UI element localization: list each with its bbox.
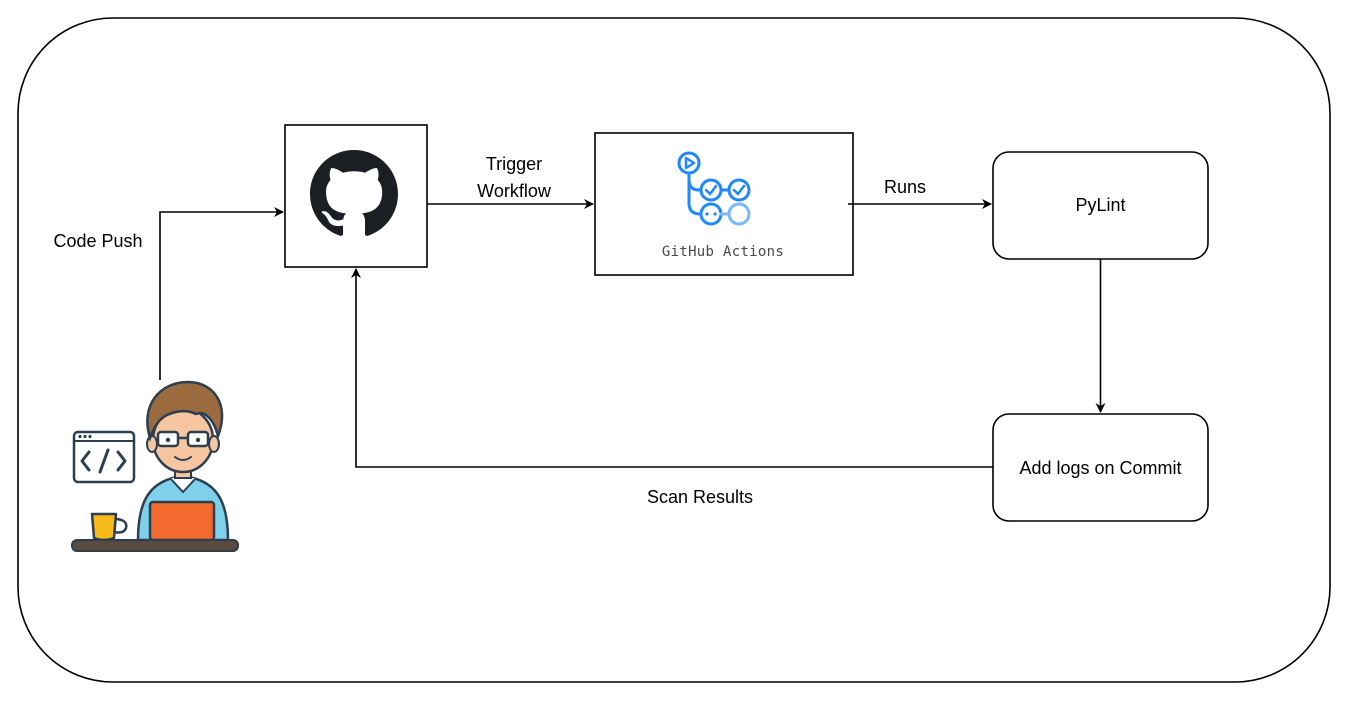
edge-code-push (159, 207, 284, 380)
outer-container (17, 17, 1331, 683)
workflow-label: Workflow (477, 181, 552, 201)
github-box (284, 124, 428, 268)
github-octocat-icon (310, 150, 398, 236)
code-push-label: Code Push (53, 231, 142, 251)
trigger-label: Trigger (486, 154, 542, 174)
github-actions-icon (677, 151, 751, 226)
runs-label: Runs (884, 177, 926, 197)
code-window-icon (72, 430, 136, 484)
edge-scan-results (351, 268, 993, 468)
coffee-mug-icon (90, 512, 128, 542)
github-actions-caption: GitHub Actions (662, 244, 784, 260)
developer-icon (71, 380, 239, 552)
pylint-label: PyLint (1075, 195, 1125, 215)
add-logs-label: Add logs on Commit (1019, 458, 1181, 478)
scan-results-label: Scan Results (647, 487, 753, 507)
github-actions-box (594, 132, 854, 276)
